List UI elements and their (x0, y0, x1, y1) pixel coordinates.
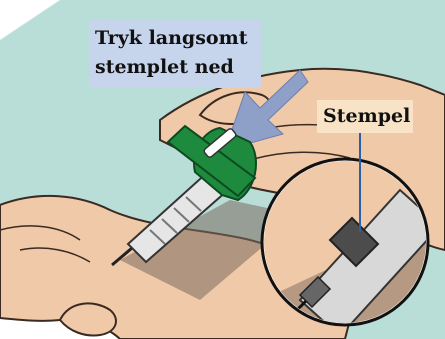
plunger-label-callout: Stempel (317, 100, 413, 133)
instruction-callout: Tryk langsomt stemplet ned (89, 20, 261, 88)
instruction-text: Tryk langsomt stemplet ned (95, 24, 247, 82)
plunger-label-text: Stempel (323, 103, 410, 130)
